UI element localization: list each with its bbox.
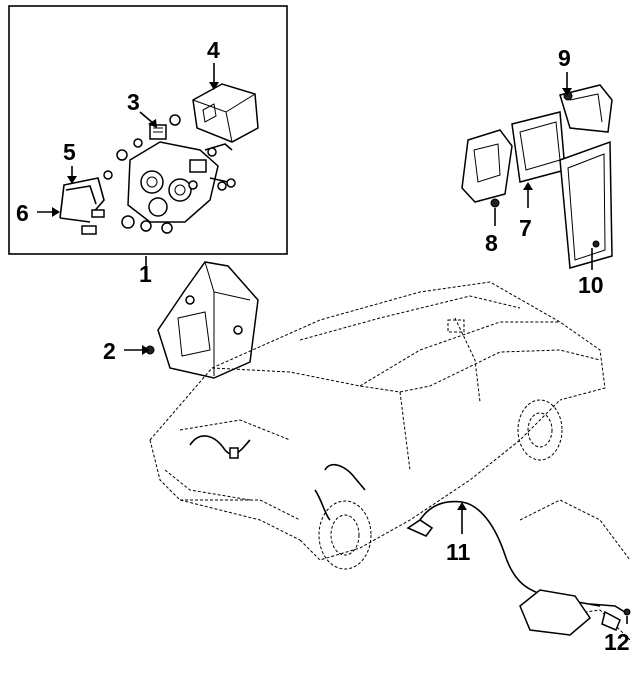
- callout-9: 9: [558, 45, 571, 71]
- sensor-harness: [406, 500, 601, 607]
- callout-5: 5: [63, 139, 76, 165]
- callout-12: 12: [604, 629, 630, 655]
- car-outline: [149, 281, 606, 570]
- actuator-cover: [192, 83, 259, 143]
- callout-10: 10: [578, 272, 604, 298]
- callout-7: 7: [519, 215, 532, 241]
- callout-3: 3: [127, 89, 140, 115]
- car-wiring: [189, 435, 366, 521]
- fittings: [103, 138, 227, 234]
- rear-sensor: [519, 499, 631, 641]
- callout-6: 6: [16, 200, 29, 226]
- actuator-inset-frame: [8, 5, 288, 255]
- bracket-part: [59, 177, 105, 235]
- callout-11: 11: [446, 539, 471, 565]
- callout-1: 1: [139, 261, 152, 287]
- callout-2: 2: [103, 338, 116, 364]
- ecu-bracket-upper: [559, 84, 613, 133]
- leader-lines: [37, 63, 628, 624]
- relay-part: [149, 114, 181, 140]
- actuator-bracket: [145, 261, 259, 379]
- actuator-body: [127, 141, 236, 223]
- callout-8: 8: [485, 230, 498, 256]
- ecu-assembly: [461, 111, 566, 208]
- ecu-cover: [559, 140, 613, 269]
- callout-4: 4: [207, 37, 220, 63]
